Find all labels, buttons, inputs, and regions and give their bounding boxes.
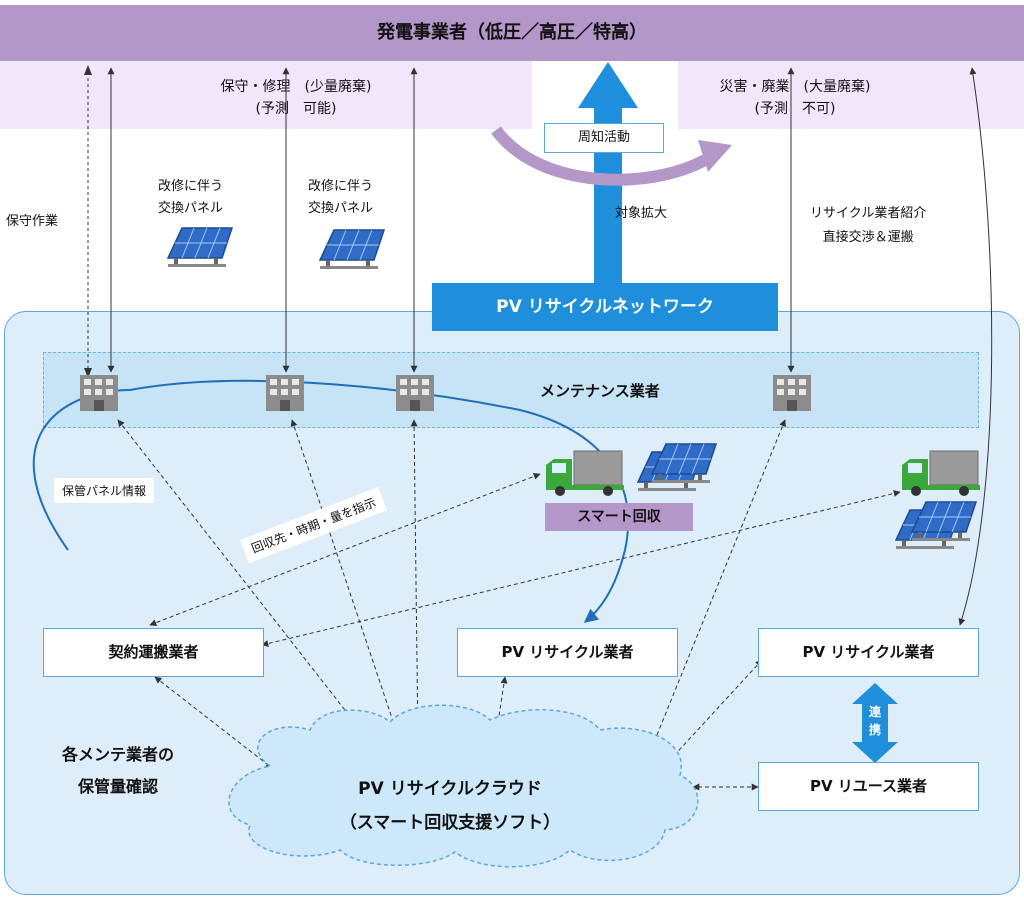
target-expansion-label: 対象拡大 bbox=[615, 206, 668, 221]
replacement-panel-label-2: 改修に伴う 交換パネル bbox=[308, 176, 373, 220]
maintenance-label: メンテナンス業者 bbox=[540, 382, 660, 400]
pv-recycle-network: PV リサイクルネットワーク bbox=[432, 283, 778, 331]
storage-check-line1: 各メンテ業者の bbox=[62, 745, 175, 764]
large-waste-line1: 災害・廃業 (大量廃棄) bbox=[719, 79, 871, 95]
replacement-2-line1: 改修に伴う bbox=[308, 179, 374, 194]
cloud-line2: （スマート回収支援ソフト） bbox=[339, 813, 561, 833]
notice-activity-box: 周知活動 bbox=[544, 123, 664, 153]
pv-reuse-box: PV リユース業者 bbox=[758, 762, 979, 811]
cooperation-label: 連 携 bbox=[861, 703, 889, 739]
pv-recycler-right-box: PV リサイクル業者 bbox=[758, 628, 979, 677]
contract-transport-box: 契約運搬業者 bbox=[43, 628, 264, 677]
header-title: 発電事業者（低圧／高圧／特高） bbox=[377, 22, 647, 43]
cooperation-char-2: 携 bbox=[868, 723, 881, 737]
large-waste-text: 災害・廃業 (大量廃棄) (予測 不可) bbox=[690, 76, 900, 120]
storage-check-label: 各メンテ業者の 保管量確認 bbox=[62, 739, 174, 803]
recycler-intro-label: リサイクル業者紹介 直接交渉＆運搬 bbox=[810, 202, 926, 250]
recycler-intro-line2: 直接交渉＆運搬 bbox=[822, 230, 914, 245]
cooperation-char-1: 連 bbox=[868, 705, 881, 719]
small-waste-line2: (予測 可能) bbox=[255, 101, 337, 117]
replacement-panel-label-1: 改修に伴う 交換パネル bbox=[158, 176, 223, 220]
replacement-1-line1: 改修に伴う bbox=[158, 179, 224, 194]
cloud-line1: PV リサイクルクラウド bbox=[358, 779, 542, 799]
large-waste-line2: (予測 不可) bbox=[754, 101, 836, 117]
maintenance-band bbox=[43, 352, 979, 428]
stored-panel-info-label: 保管パネル情報 bbox=[54, 478, 155, 503]
small-waste-text: 保守・修理 (少量廃棄) (予測 可能) bbox=[196, 76, 396, 120]
storage-check-line2: 保管量確認 bbox=[78, 777, 159, 796]
smart-collection-label: スマート回収 bbox=[545, 503, 693, 531]
maintenance-work-label: 保守作業 bbox=[6, 214, 59, 229]
replacement-1-line2: 交換パネル bbox=[158, 201, 224, 216]
small-waste-line1: 保守・修理 (少量廃棄) bbox=[220, 79, 372, 95]
cloud-label: PV リサイクルクラウド （スマート回収支援ソフト） bbox=[300, 772, 600, 840]
replacement-2-line2: 交換パネル bbox=[308, 201, 374, 216]
pv-recycler-center-box: PV リサイクル業者 bbox=[457, 628, 678, 677]
generator-bar bbox=[0, 5, 1024, 61]
recycler-intro-line1: リサイクル業者紹介 bbox=[810, 206, 927, 221]
